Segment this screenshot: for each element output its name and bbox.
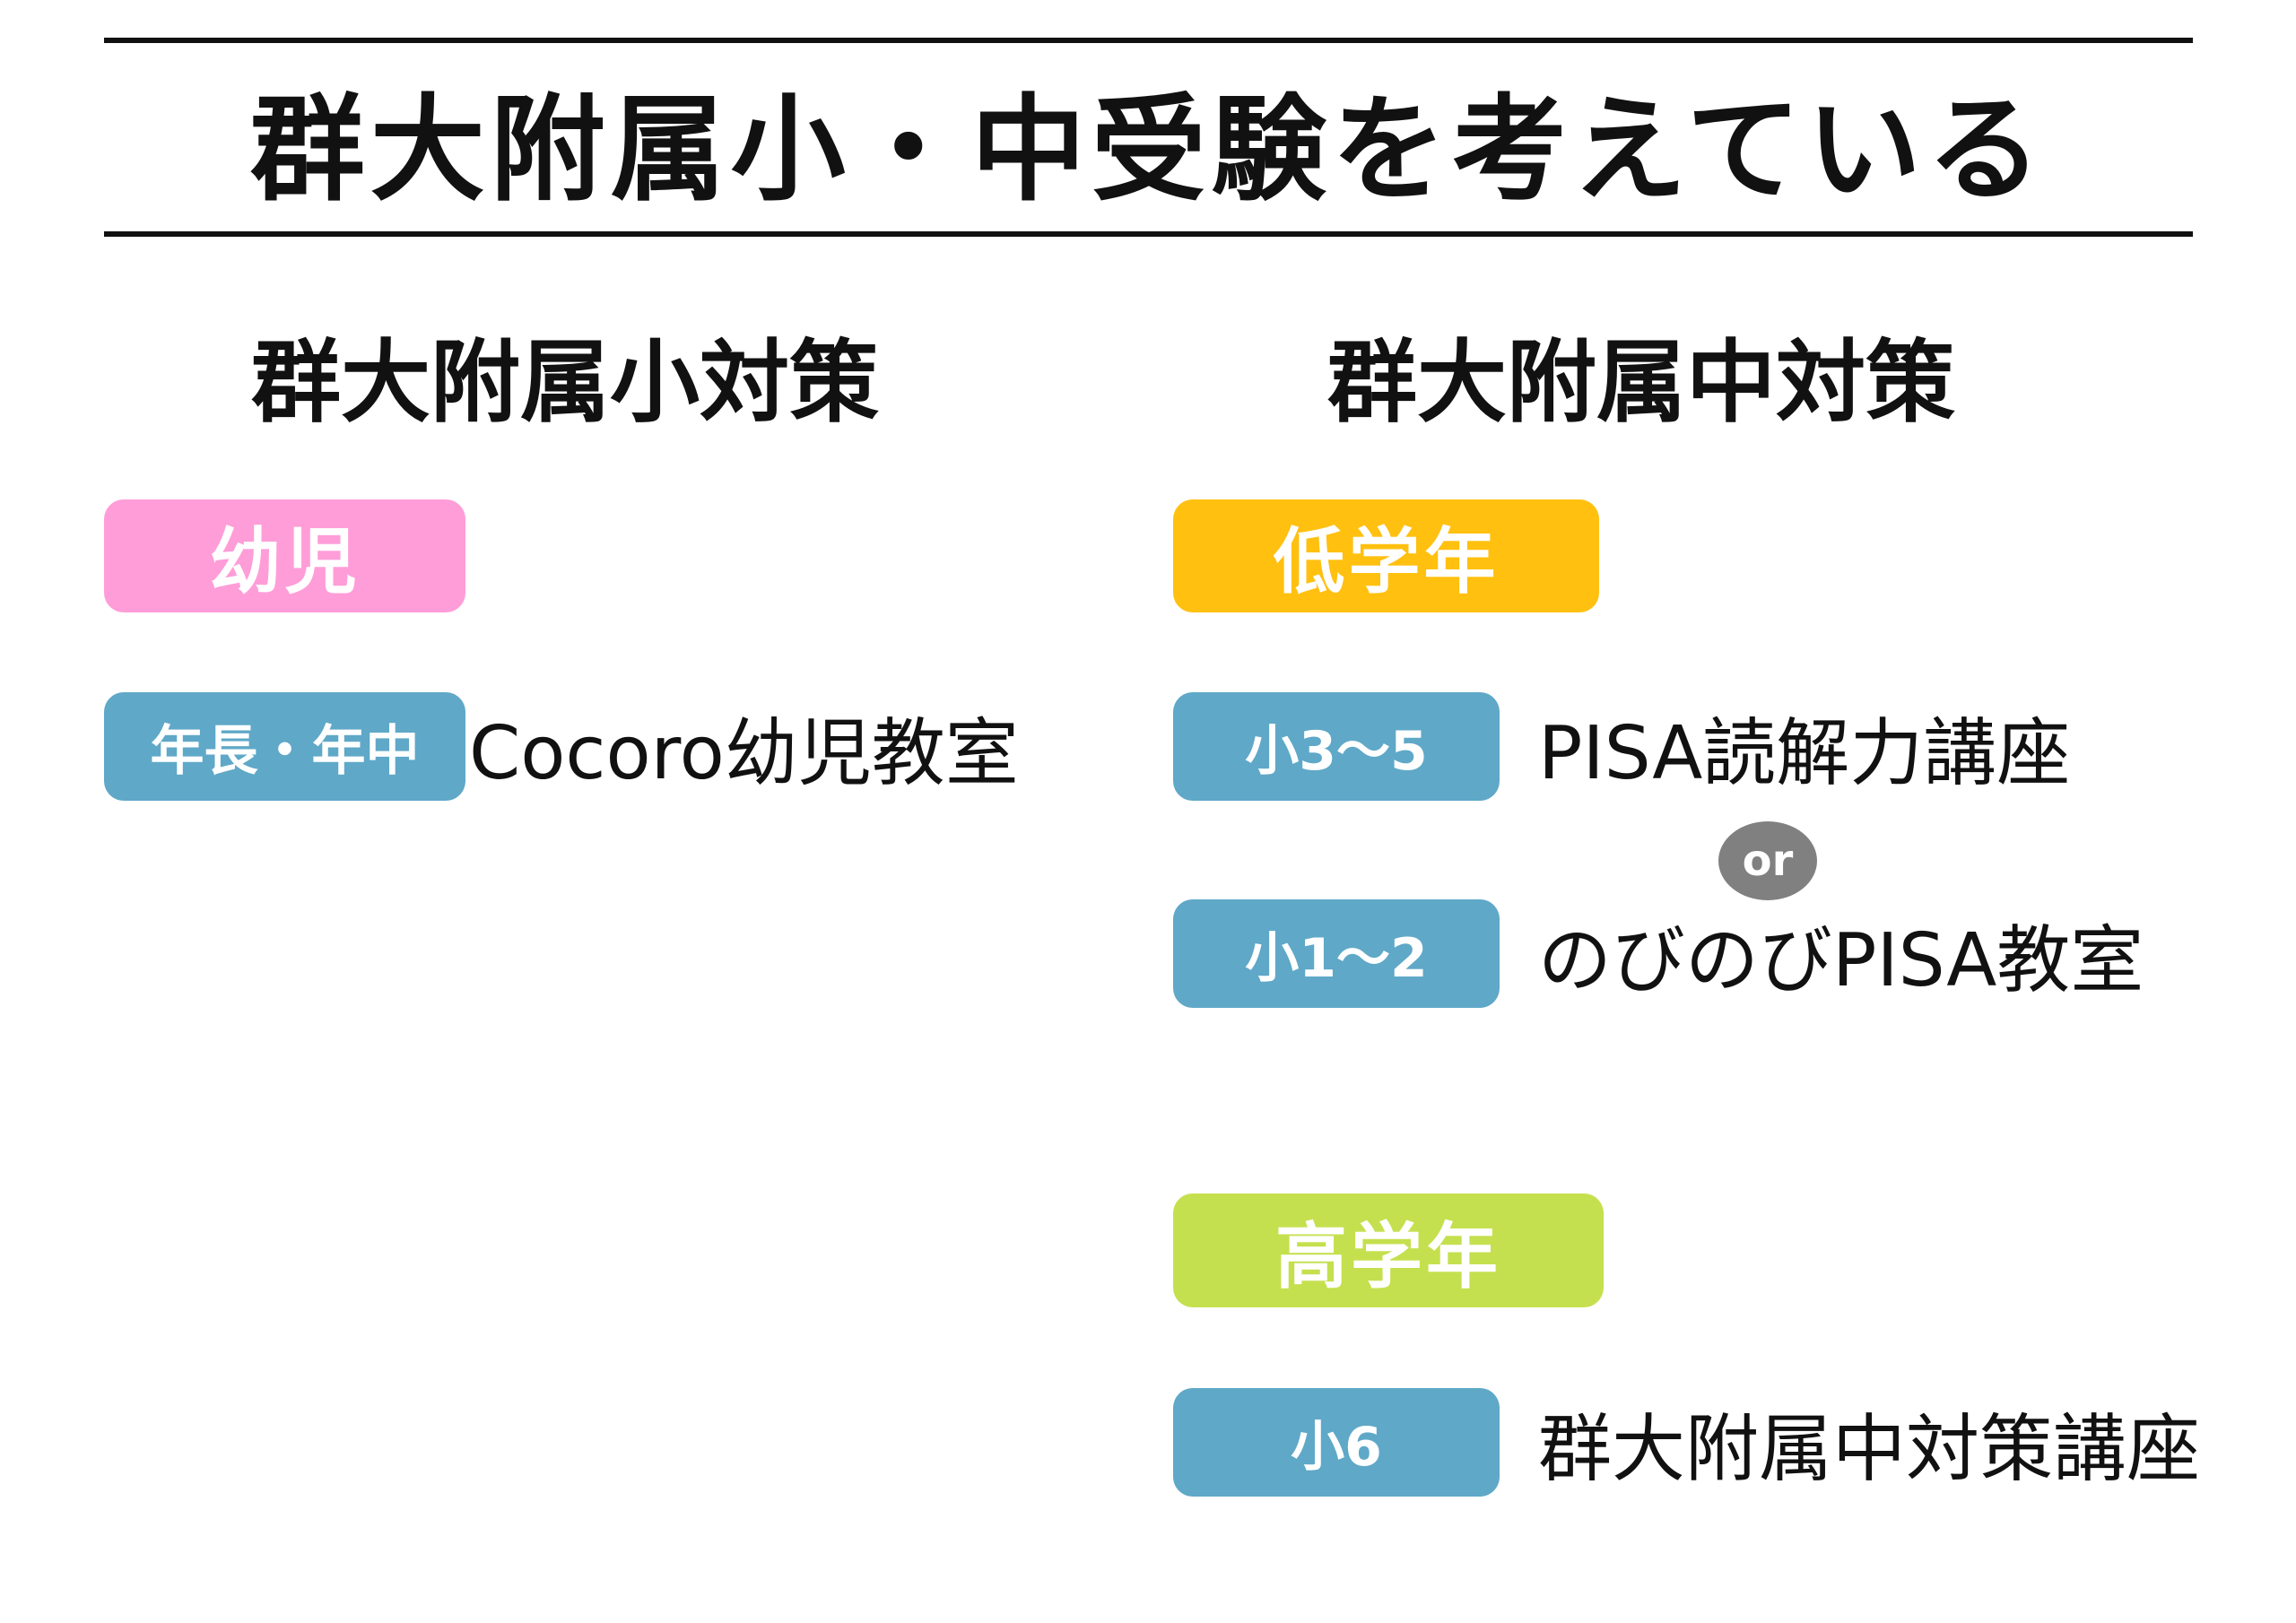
category-tag-lower-grades: 低学年 <box>1173 499 1599 612</box>
grade-tag: 小6 <box>1173 1388 1500 1497</box>
category-tag-upper-grades: 高学年 <box>1173 1193 1604 1307</box>
grade-tag: 小3〜5 <box>1173 692 1500 801</box>
course-name: Cocoro幼児教室 <box>469 711 1019 796</box>
grade-tag: 小1〜2 <box>1173 899 1500 1008</box>
title-top-rule <box>104 38 2193 43</box>
course-name: PISA読解力講座 <box>1538 711 2071 796</box>
course-name: のびのびPISA教室 <box>1538 918 2144 1003</box>
course-name: 群大附属中対策講座 <box>1538 1407 2201 1492</box>
or-badge: or <box>1718 821 1817 900</box>
category-tag-infant: 幼児 <box>104 499 465 612</box>
page-title: 群大附属小・中受験を考えている <box>249 82 2048 217</box>
title-bottom-rule <box>104 231 2193 237</box>
right-heading: 群大附属中対策 <box>1327 330 1955 435</box>
grade-tag: 年長・年中 <box>104 692 465 801</box>
left-heading: 群大附属小対策 <box>251 330 879 435</box>
